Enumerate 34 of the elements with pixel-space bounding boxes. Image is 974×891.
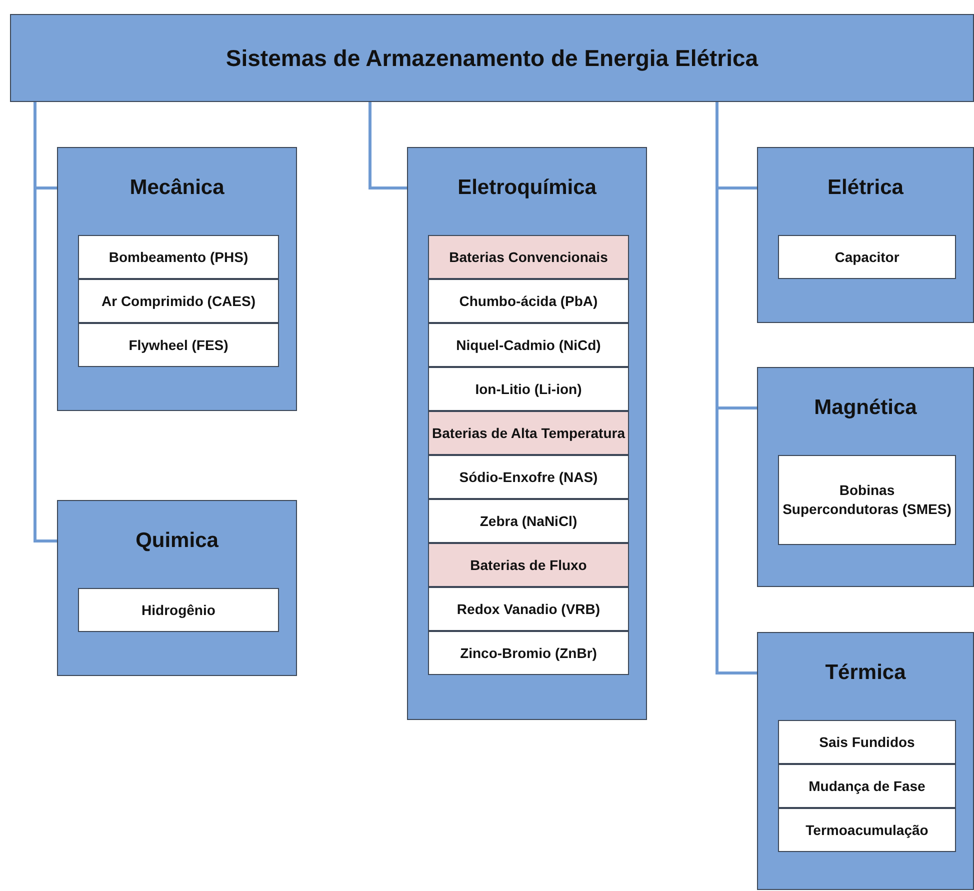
group-header: Baterias de Fluxo xyxy=(428,543,629,587)
category-title: Elétrica xyxy=(826,176,904,200)
item-box: Termoacumulação xyxy=(778,808,956,852)
item-box: Sódio-Enxofre (NAS) xyxy=(428,455,629,499)
category-panel xyxy=(757,367,974,587)
item-box: Sais Fundidos xyxy=(778,720,956,764)
category-title: Quimica xyxy=(134,529,220,553)
connector-line xyxy=(34,102,57,542)
category-panel xyxy=(757,632,974,890)
category-panel xyxy=(407,147,647,720)
item-box: Zebra (NaNiCl) xyxy=(428,499,629,543)
item-box: Capacitor xyxy=(778,235,956,279)
item-box: Zinco-Bromio (ZnBr) xyxy=(428,631,629,675)
connector-line xyxy=(368,102,407,190)
category-title: Térmica xyxy=(824,661,907,685)
item-box: Chumbo-ácida (PbA) xyxy=(428,279,629,323)
item-box: Redox Vanadio (VRB) xyxy=(428,587,629,631)
group-header: Baterias Convencionais xyxy=(428,235,629,279)
item-box: Flywheel (FES) xyxy=(78,323,279,367)
category-panel xyxy=(57,147,297,411)
title-box: Sistemas de Armazenamento de Energia Elétrica xyxy=(10,14,974,102)
item-box: Bombeamento (PHS) xyxy=(78,235,279,279)
category-title: Eletroquímica xyxy=(456,176,598,200)
category-title: Mecânica xyxy=(128,176,226,200)
group-header: Baterias de Alta Temperatura xyxy=(428,411,629,455)
item-box: Hidrogênio xyxy=(78,588,279,632)
item-box: Mudança de Fase xyxy=(778,764,956,808)
category-panel xyxy=(57,500,297,676)
item-box: Niquel-Cadmio (NiCd) xyxy=(428,323,629,367)
item-box: Ion-Litio (Li-ion) xyxy=(428,367,629,411)
category-title: Magnética xyxy=(813,396,918,420)
item-box: Ar Comprimido (CAES) xyxy=(78,279,279,323)
item-box: Bobinas Supercondutoras (SMES) xyxy=(778,455,956,545)
category-panel xyxy=(757,147,974,323)
